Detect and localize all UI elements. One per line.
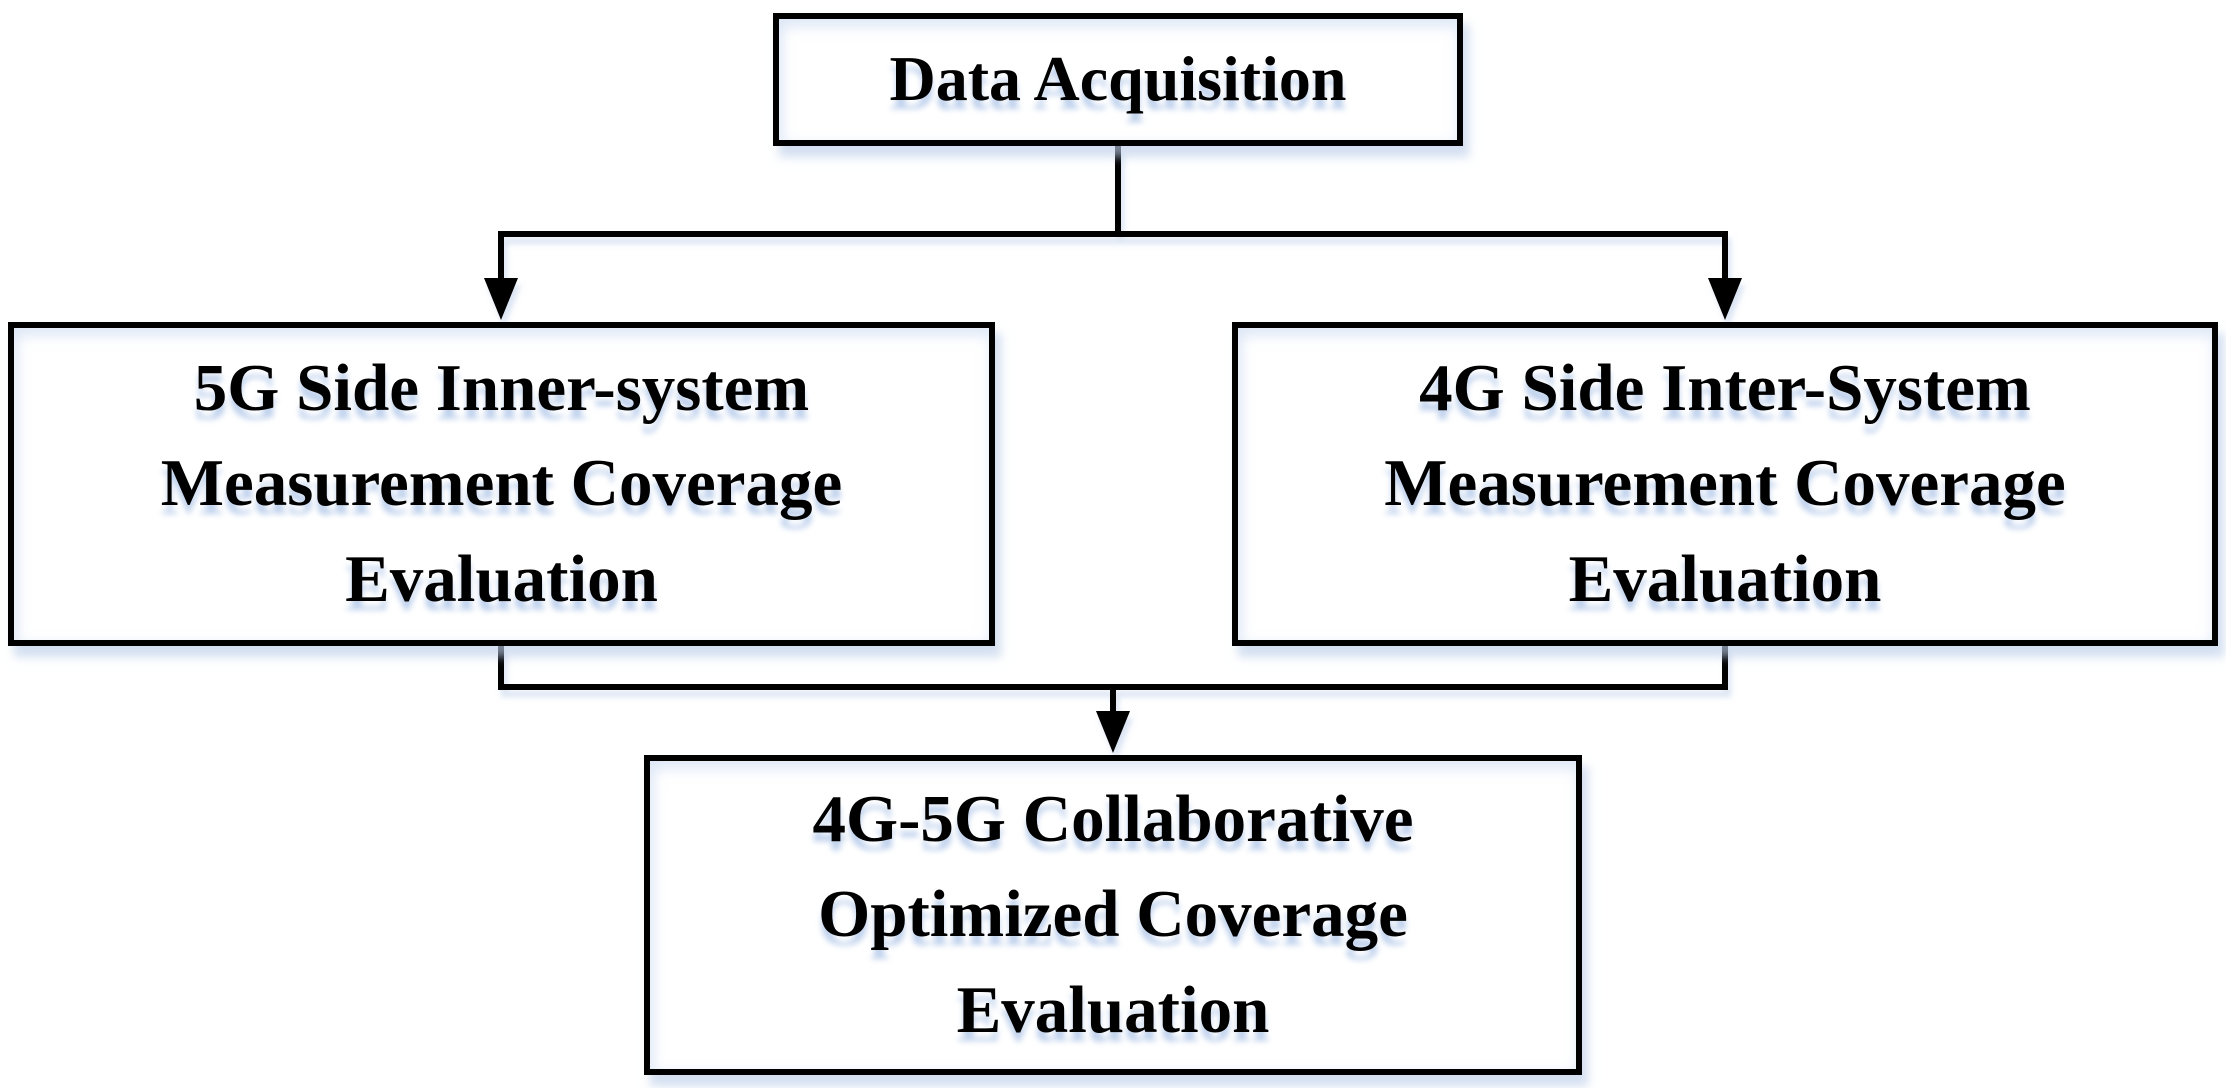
- node-4g-5g-collaborative-evaluation: 4G-5G Collaborative Optimized Coverage E…: [644, 755, 1582, 1075]
- arrow-down-center-icon: [1096, 711, 1130, 753]
- node-5g-inner-system-evaluation: 5G Side Inner-system Measurement Coverag…: [8, 322, 995, 646]
- node-4g-5g-collaborative-evaluation-label: 4G-5G Collaborative Optimized Coverage E…: [812, 782, 1414, 1047]
- node-5g-inner-system-evaluation-label: 5G Side Inner-system Measurement Coverag…: [160, 351, 843, 616]
- connector-merge-bar: [498, 645, 1728, 690]
- connector-split-bar: [498, 231, 1728, 280]
- node-4g-inter-system-evaluation-label: 4G Side Inter-System Measurement Coverag…: [1384, 351, 2066, 616]
- node-data-acquisition: Data Acquisition: [773, 13, 1463, 146]
- arrow-down-left-icon: [484, 278, 518, 320]
- arrow-down-right-icon: [1708, 278, 1742, 320]
- node-4g-inter-system-evaluation: 4G Side Inter-System Measurement Coverag…: [1232, 322, 2218, 646]
- node-data-acquisition-label: Data Acquisition: [889, 43, 1347, 115]
